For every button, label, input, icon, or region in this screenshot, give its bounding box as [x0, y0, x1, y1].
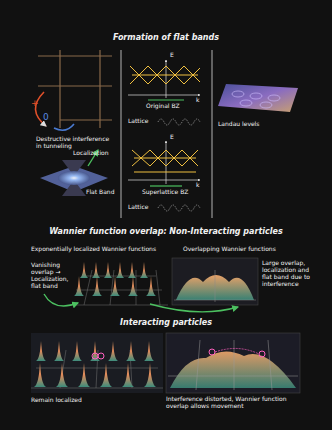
- annotation-label: Overlapping Wannier functions: [183, 246, 303, 253]
- section-heading: Formation of flat bands: [106, 33, 226, 42]
- annotation-label: Large overlap, localization and flat ban…: [262, 260, 312, 288]
- annotation-label: Lattice: [128, 118, 158, 125]
- section-heading: Interacting particles: [106, 318, 226, 327]
- annotation-label: Vanishing overlap → Localization, flat b…: [31, 262, 71, 290]
- annotation-label: Lattice: [128, 204, 158, 211]
- annotation-label: Flat Band: [86, 189, 120, 196]
- annotation-label: Destructive interference in tunneling: [36, 136, 110, 150]
- annotation-label: Exponentially localized Wannier function…: [31, 246, 171, 253]
- annotation-label: E: [170, 134, 178, 141]
- annotation-label: Landau levels: [218, 121, 278, 128]
- section-heading: Wannier function overlap: Non-Interactin…: [36, 227, 296, 236]
- annotation-label: 0: [43, 112, 53, 122]
- annotation-label: Interference distorted, Wannier function…: [166, 396, 306, 410]
- annotation-label: k: [196, 97, 204, 104]
- annotation-label: +: [31, 98, 41, 108]
- annotation-label: Superlattice BZ: [142, 189, 206, 196]
- annotation-label: Localization: [73, 150, 117, 157]
- annotation-label: Original BZ: [146, 103, 196, 110]
- annotation-label: Remain localized: [31, 397, 111, 404]
- annotation-label: k: [196, 182, 204, 189]
- annotation-label: E: [170, 52, 178, 59]
